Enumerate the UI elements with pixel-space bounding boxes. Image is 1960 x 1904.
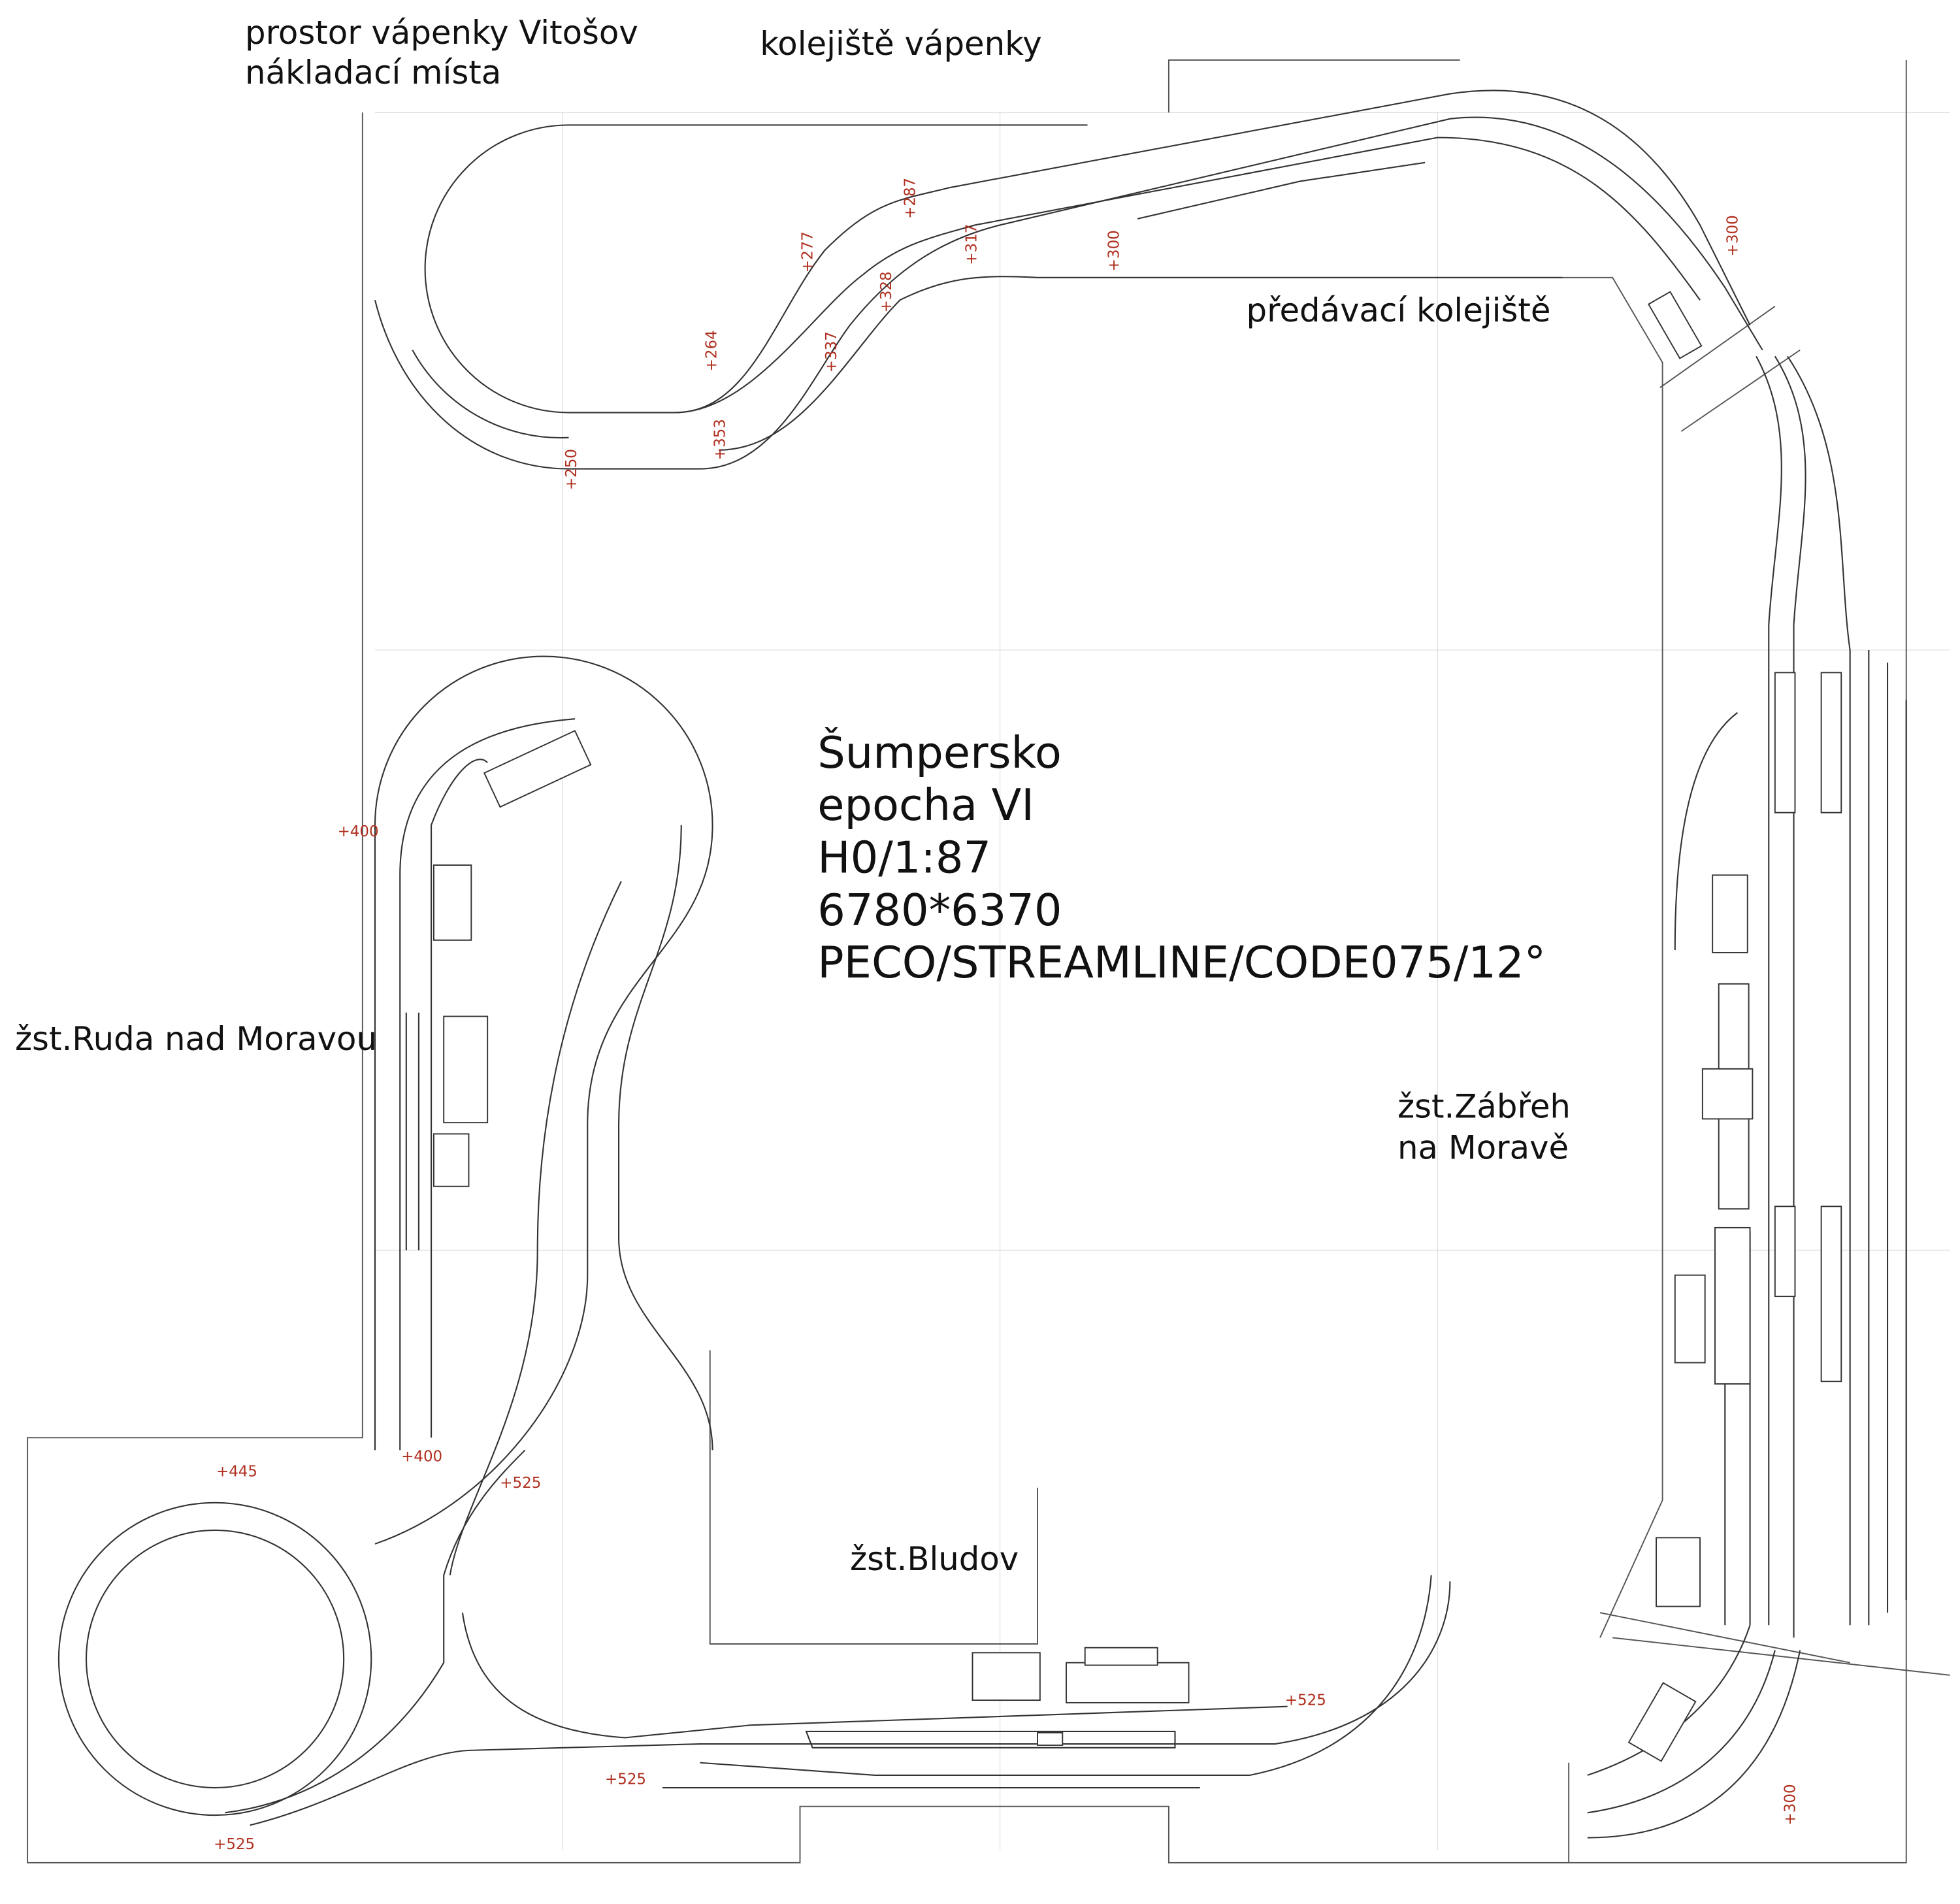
bludov-tracks: [225, 1449, 1451, 1826]
label-bludov-station: žst.Bludov: [850, 1540, 1019, 1578]
elevation-label: +300: [1724, 215, 1741, 256]
ruda-tracks: [374, 655, 713, 1575]
title-line-3: H0/1:87: [817, 832, 991, 883]
label-zabreh-station-2: na Moravě: [1397, 1129, 1569, 1167]
title-line-5: PECO/STREAMLINE/CODE075/12°: [817, 937, 1546, 988]
title-line-1: Šumpersko: [817, 727, 1062, 778]
label-zabreh-station-1: žst.Zábřeh: [1397, 1088, 1571, 1126]
elevation-label: +264: [703, 330, 720, 371]
label-vapenka-area-1: prostor vápenky Vitošov: [245, 14, 638, 52]
label-vapenka-area-2: nákladací místa: [245, 54, 501, 91]
elevation-label: +525: [1285, 1692, 1326, 1709]
elevation-label: +353: [712, 419, 729, 460]
elevation-label: +287: [902, 178, 919, 219]
elevation-label: +400: [401, 1449, 442, 1466]
elevation-label: +250: [563, 449, 580, 490]
title-line-4: 6780*6370: [817, 885, 1062, 936]
title-line-2: epocha VI: [817, 780, 1034, 830]
elevation-label: +337: [823, 331, 840, 372]
elevation-label: +300: [1105, 230, 1122, 271]
label-exchange-yard: předávací kolejiště: [1247, 291, 1551, 329]
elevation-label: +525: [605, 1771, 646, 1788]
title-block: Šumpersko epocha VI H0/1:87 6780*6370 PE…: [817, 727, 1546, 988]
elevation-label: +328: [878, 271, 895, 312]
elevation-label: +277: [800, 231, 817, 272]
vapenka-tracks: [374, 90, 1763, 470]
elevation-label: +525: [500, 1475, 541, 1492]
elevation-label: +317: [963, 224, 980, 265]
elevation-label: +525: [214, 1836, 255, 1853]
zabreh-tracks: [1587, 291, 1907, 1839]
elevation-label: +300: [1782, 1784, 1799, 1825]
elevation-label: +400: [338, 823, 379, 840]
construction-grid: [374, 112, 1950, 1850]
elevation-marks: +250 +264 +277 +287 +317 +328 +337 +353 …: [214, 178, 1799, 1853]
elevation-label: +445: [216, 1464, 257, 1481]
helix: [57, 1502, 372, 1816]
label-ruda-station: žst.Ruda nad Moravou: [15, 1020, 377, 1058]
baseboard-outline: [27, 59, 1950, 1863]
label-vapenka-yard: kolejiště vápenky: [760, 25, 1041, 63]
